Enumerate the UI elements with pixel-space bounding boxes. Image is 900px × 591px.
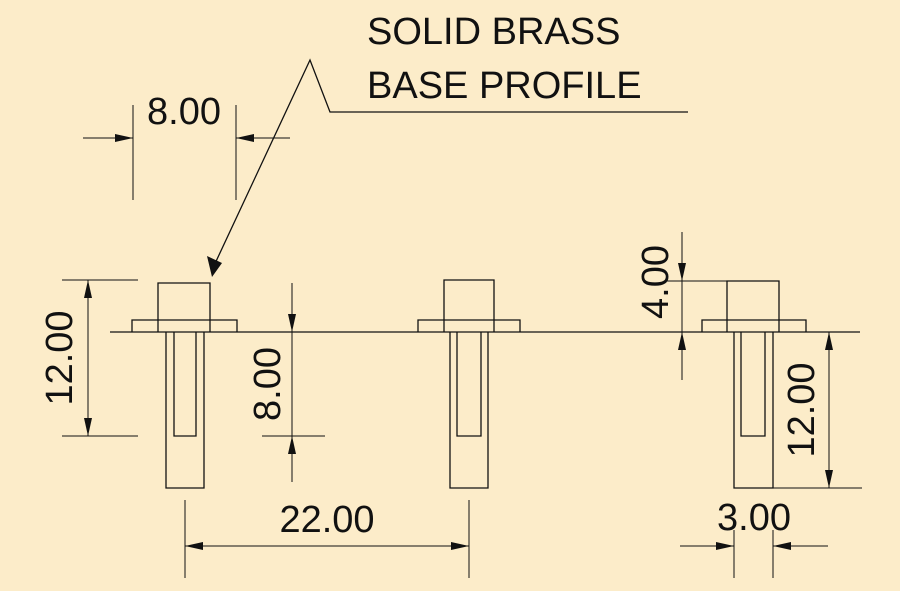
leader-note: SOLID BRASS BASE PROFILE bbox=[207, 11, 688, 277]
dimension-spacing: 22.00 bbox=[184, 499, 470, 578]
dimension-right-height-label: 12.00 bbox=[781, 362, 823, 457]
dimension-left-height-label: 12.00 bbox=[39, 310, 81, 405]
dimension-top-width-label: 8.00 bbox=[147, 91, 221, 133]
base-profile-2 bbox=[417, 279, 521, 489]
dimension-spacing-label: 22.00 bbox=[279, 499, 374, 541]
dimension-head-height-label: 4.00 bbox=[635, 245, 677, 319]
dimension-stem-depth: 8.00 bbox=[247, 283, 325, 482]
note-line-2: BASE PROFILE bbox=[367, 65, 642, 107]
base-profile-3 bbox=[701, 280, 807, 489]
dimension-head-height: 4.00 bbox=[635, 232, 727, 380]
dimension-left-height: 12.00 bbox=[39, 279, 138, 437]
dimension-stem-depth-label: 8.00 bbox=[247, 347, 289, 421]
dimension-stem-width: 3.00 bbox=[680, 497, 828, 578]
dimension-top-width: 8.00 bbox=[83, 91, 290, 200]
dimension-right-height: 12.00 bbox=[773, 331, 862, 489]
base-profile-1 bbox=[131, 282, 238, 489]
dimension-stem-width-label: 3.00 bbox=[717, 497, 791, 539]
note-line-1: SOLID BRASS bbox=[367, 11, 620, 53]
leader-arrowhead bbox=[207, 256, 222, 277]
